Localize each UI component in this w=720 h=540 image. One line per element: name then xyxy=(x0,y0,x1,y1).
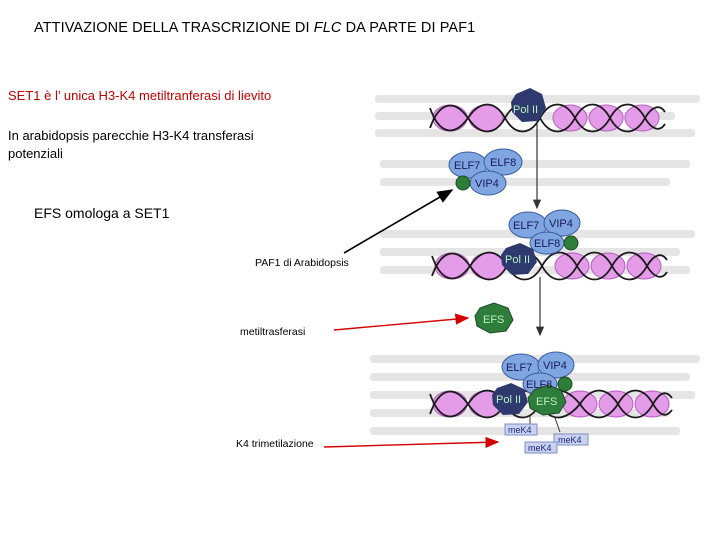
vip4-label-3: VIP4 xyxy=(543,360,567,372)
mek4-tag-1 xyxy=(504,423,538,436)
elf7-label-2: ELF7 xyxy=(513,220,539,232)
elf8-label-1: ELF8 xyxy=(490,157,516,169)
efs-homolog-note: EFS omologa a SET1 xyxy=(34,205,170,221)
methyltransferase-label: metiltrasferasi xyxy=(240,326,306,338)
mek4-label-3: meK4 xyxy=(528,443,552,453)
pol2-polygon-1 xyxy=(511,88,546,122)
mek4-label-1: meK4 xyxy=(508,425,532,435)
methyltransferase-pointer-arrow xyxy=(333,313,470,331)
elf8-label-3: ELF8 xyxy=(526,379,552,391)
mek4-tag-3 xyxy=(524,441,558,454)
elf8-label-2: ELF8 xyxy=(534,238,560,250)
pol2-label-3: Pol II xyxy=(496,394,521,406)
vip4-label-2: VIP4 xyxy=(549,218,573,230)
efs-polygon-2 xyxy=(527,384,567,416)
chromatin-stage-2: ELF7 VIP4 ELF8 Pol II xyxy=(431,209,668,281)
efs-label-2: EFS xyxy=(536,396,557,408)
efs-label-1: EFS xyxy=(483,314,504,326)
mek4-label-2: meK4 xyxy=(558,435,582,445)
chromatin-stage-1: Pol II xyxy=(429,88,666,133)
efs-free: EFS xyxy=(474,302,514,334)
elf7-label-3: ELF7 xyxy=(506,362,532,374)
paf1-pointer-arrow xyxy=(343,189,454,254)
set1-note: SET1 è l’ unica H3-K4 metiltranferasi di… xyxy=(8,88,272,103)
pol2-label-2: Pol II xyxy=(505,254,530,266)
arabidopsis-note: In arabidopsis parecchie H3-K4 transfera… xyxy=(8,128,254,161)
mek4-tag-2 xyxy=(553,433,589,446)
pol2-label-1: Pol II xyxy=(513,104,538,116)
chromatin-stage-3: ELF7 VIP4 ELF8 Pol II EFS meK4 meK4 meK4 xyxy=(429,351,673,454)
mek4-tether-2 xyxy=(554,417,561,433)
paf1-complex-free: ELF7 ELF8 VIP4 xyxy=(448,148,523,196)
paf1-label: PAF1 di Arabidopsis xyxy=(255,257,349,269)
pol2-polygon-2 xyxy=(501,243,537,275)
page-title: ATTIVAZIONE DELLA TRASCRIZIONE DI FLC DA… xyxy=(34,20,476,36)
k4-trimethylation-label: K4 trimetilazione xyxy=(236,438,314,450)
pol2-polygon-3 xyxy=(492,383,528,415)
k4-pointer-arrow xyxy=(323,436,500,448)
vip4-label-1: VIP4 xyxy=(475,178,499,190)
elf7-label-1: ELF7 xyxy=(454,160,480,172)
